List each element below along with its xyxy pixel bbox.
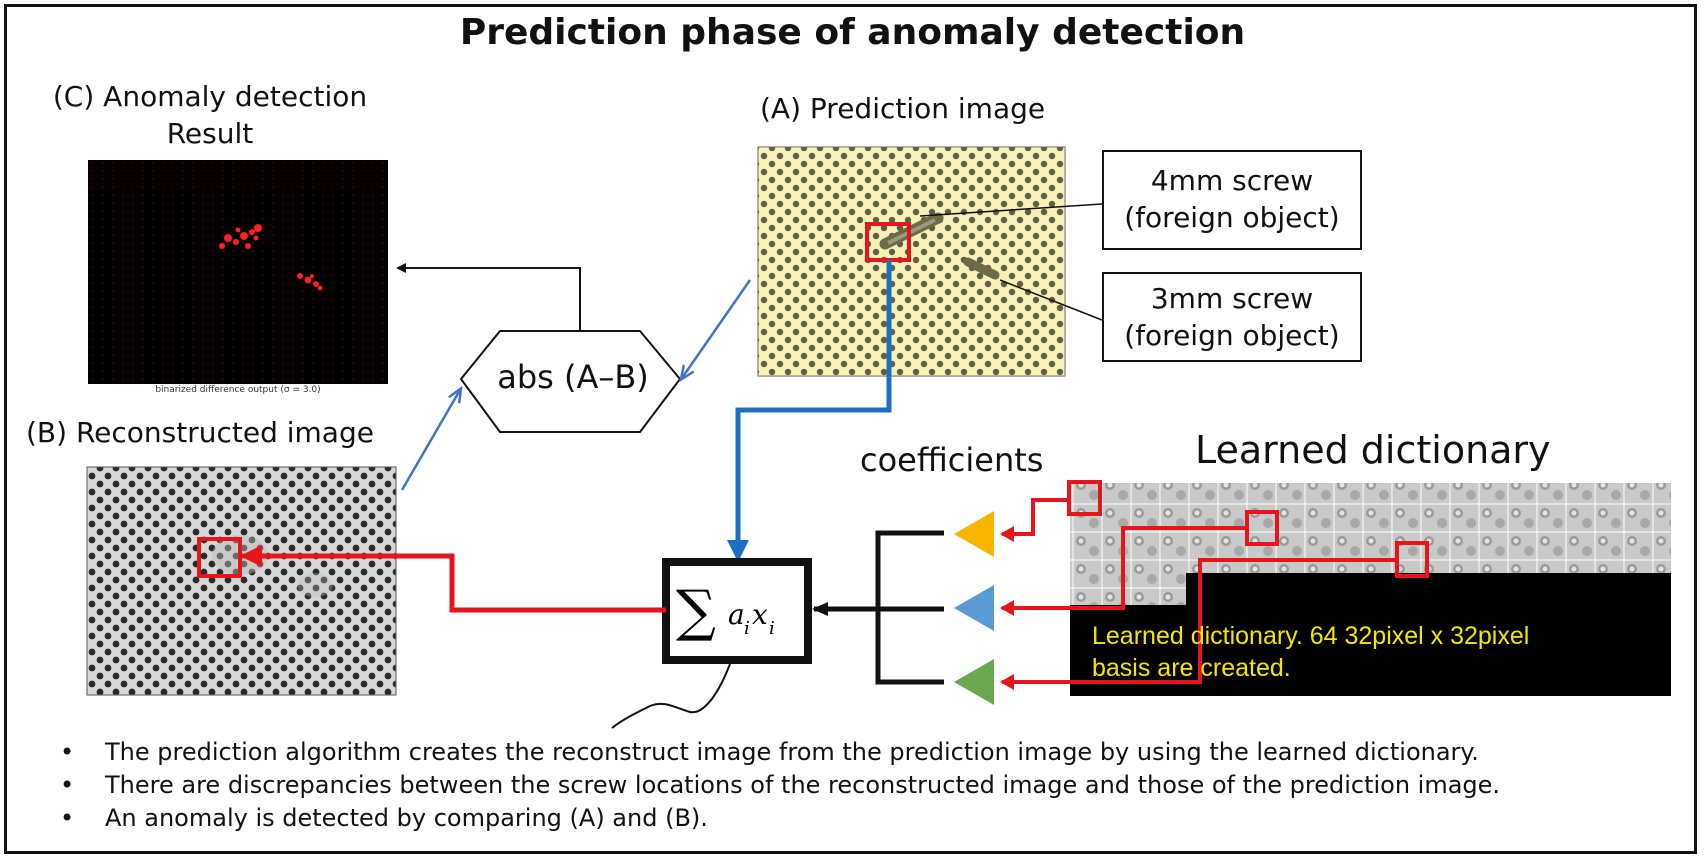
arrow-atom2-to-coef bbox=[1000, 526, 1247, 616]
svg-text:a: a bbox=[728, 598, 745, 631]
callout-4mm-screw: 4mm screw (foreign object) bbox=[1102, 150, 1362, 250]
arrow-a-to-abs bbox=[682, 279, 752, 378]
arrow-to-result bbox=[396, 263, 581, 331]
coefficients-label: coefficients bbox=[860, 441, 1044, 479]
callout-3mm-line2: (foreign object) bbox=[1124, 319, 1340, 352]
anomaly-result-image bbox=[88, 160, 388, 384]
reconstructed-image bbox=[86, 466, 397, 696]
arrow-patch-to-sum bbox=[727, 260, 892, 562]
arrow-atom3-to-coef bbox=[1000, 558, 1397, 690]
weighted-sum-formula: ∑ a i x i bbox=[676, 579, 775, 644]
callout-3mm-screw: 3mm screw (foreign object) bbox=[1102, 272, 1362, 362]
result-caption: binarized difference output (σ = 3.0) bbox=[155, 385, 321, 395]
result-label-line2: Result bbox=[166, 117, 254, 150]
coefficient-bracket bbox=[812, 530, 944, 685]
abs-operation-label: abs (A–B) bbox=[497, 358, 649, 396]
bullet-item: The prediction algorithm creates the rec… bbox=[60, 736, 1500, 769]
result-label-line1: (C) Anomaly detection bbox=[52, 80, 368, 113]
reconstructed-image-label: (B) Reconstructed image bbox=[26, 416, 374, 449]
learned-dictionary-title: Learned dictionary bbox=[1195, 428, 1551, 472]
callout-4mm-line1: 4mm screw bbox=[1150, 164, 1314, 197]
dictionary-text-line1: Learned dictionary. 64 32pixel x 32pixel bbox=[1092, 622, 1530, 650]
coefficient-triangle-green bbox=[954, 659, 994, 705]
callout-4mm-line2: (foreign object) bbox=[1124, 201, 1340, 234]
diagram-frame bbox=[4, 4, 1697, 854]
learned-dictionary-text: Learned dictionary. 64 32pixel x 32pixel… bbox=[1092, 620, 1529, 684]
bullet-item: There are discrepancies between the scre… bbox=[60, 769, 1500, 802]
arrow-sum-to-reconstructed bbox=[240, 545, 666, 613]
result-label: (C) Anomaly detection Result bbox=[30, 78, 390, 152]
prediction-image-label: (A) Prediction image bbox=[760, 92, 1046, 125]
svg-text:∑: ∑ bbox=[676, 579, 716, 644]
diagram-title: Prediction phase of anomaly detection bbox=[459, 12, 1246, 53]
callout-3mm-line1: 3mm screw bbox=[1150, 282, 1314, 315]
arrow-atom1-to-coef bbox=[1000, 498, 1069, 542]
callout-leader-4mm bbox=[919, 203, 1103, 217]
dictionary-text-line2: basis are created. bbox=[1092, 654, 1291, 682]
screw-4mm bbox=[879, 212, 944, 250]
bullet-item: An anomaly is detected by comparing (A) … bbox=[60, 802, 1500, 835]
svg-text:x: x bbox=[752, 598, 768, 631]
callout-leader-3mm bbox=[999, 279, 1103, 321]
summary-bullets: The prediction algorithm creates the rec… bbox=[60, 736, 1500, 835]
svg-text:i: i bbox=[769, 618, 775, 639]
coefficient-triangle-blue bbox=[954, 585, 994, 631]
arrow-b-to-abs bbox=[400, 390, 460, 491]
squiggle-line bbox=[611, 663, 731, 729]
coefficient-triangle-yellow bbox=[954, 511, 994, 557]
prediction-image bbox=[757, 146, 1066, 377]
screw-3mm bbox=[963, 257, 1000, 280]
svg-text:i: i bbox=[744, 618, 750, 639]
